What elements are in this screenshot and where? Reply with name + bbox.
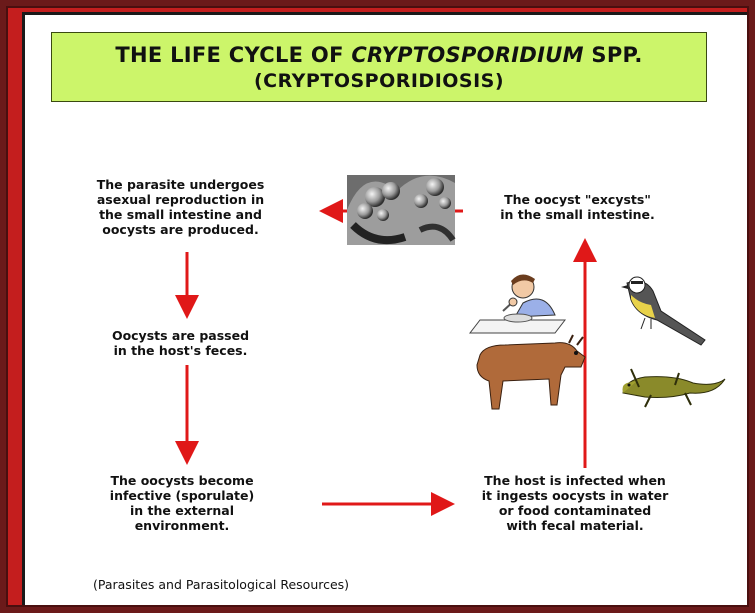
bird-icon xyxy=(621,277,705,345)
micrograph-image xyxy=(347,175,455,245)
outer-frame: The Life Cycle of Cryptosporidium spp. (… xyxy=(6,6,749,607)
diagram-graphics xyxy=(25,15,750,609)
lizard-icon xyxy=(623,369,726,407)
cow-icon xyxy=(477,335,585,409)
diagram-canvas: The Life Cycle of Cryptosporidium spp. (… xyxy=(22,12,747,605)
person-eating-icon xyxy=(470,274,565,333)
